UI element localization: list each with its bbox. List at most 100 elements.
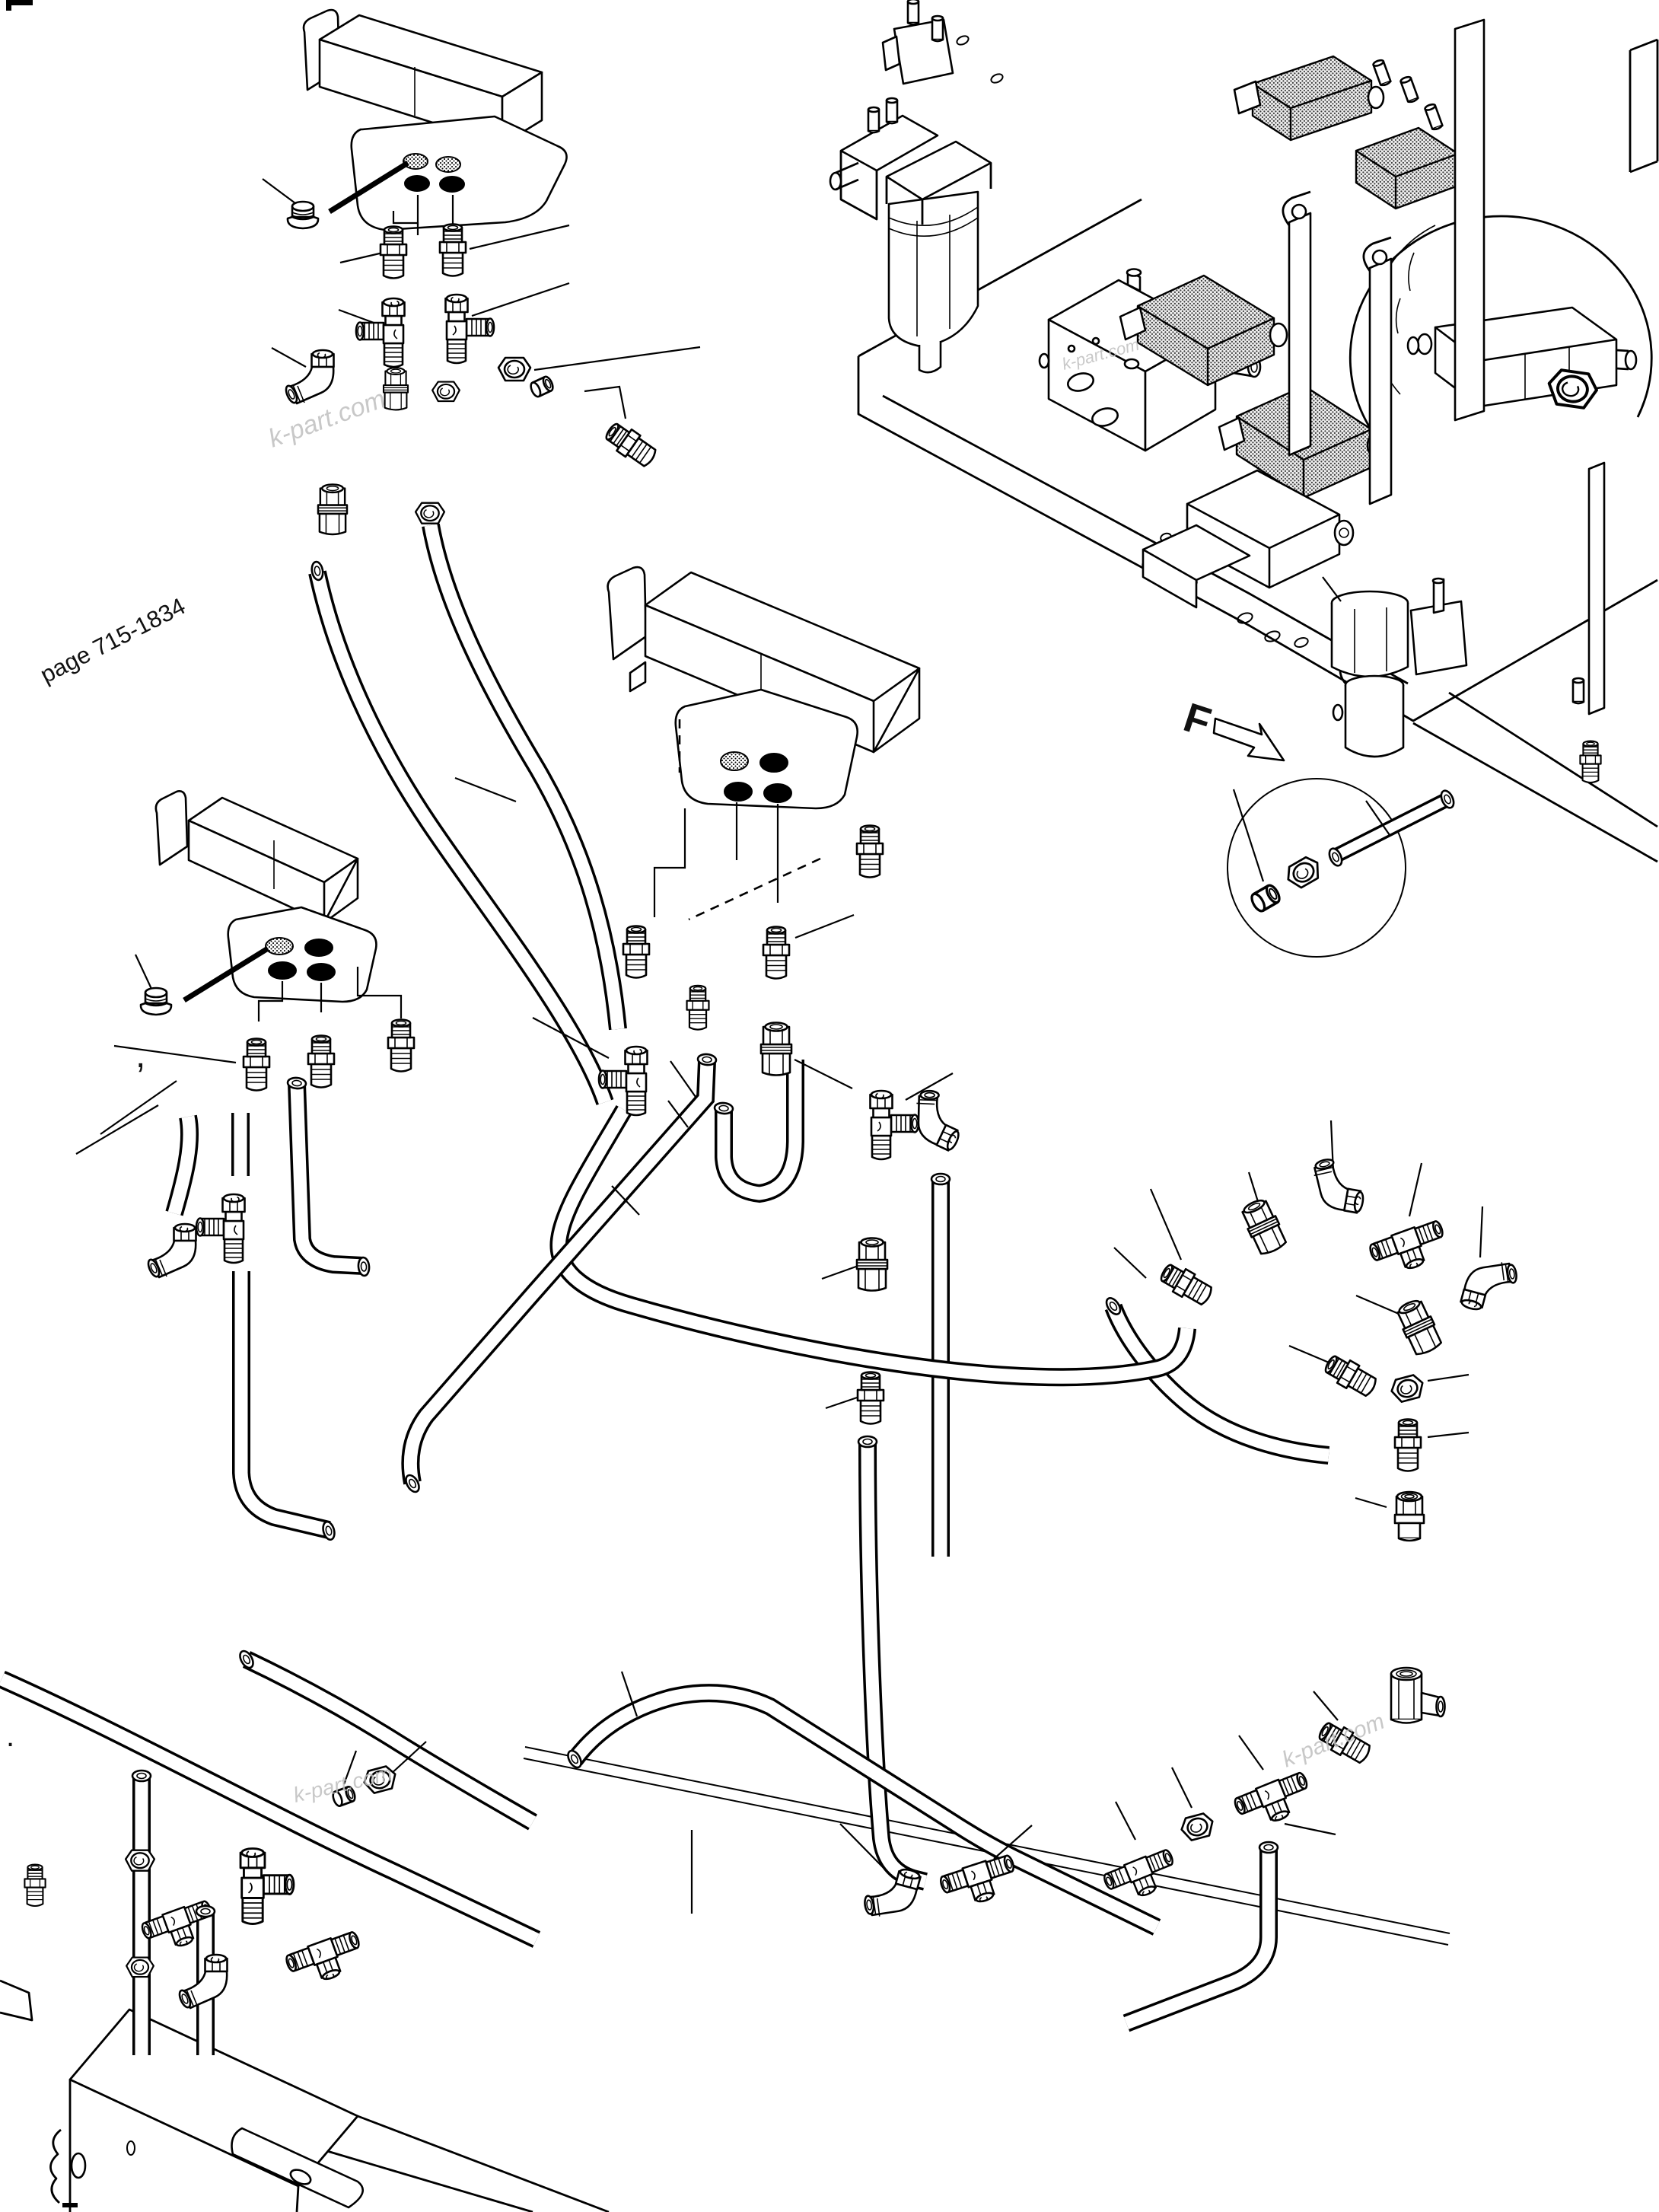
tube-core bbox=[244, 1653, 537, 1828]
sleeve-sleeve bbox=[527, 374, 556, 400]
connector-nipple bbox=[438, 223, 467, 277]
tube-core bbox=[1123, 1848, 1275, 2029]
port-screened bbox=[720, 751, 749, 771]
comma-mark: , bbox=[135, 1035, 145, 1076]
tube-core bbox=[167, 1115, 196, 1216]
leader-line bbox=[1355, 1496, 1387, 1509]
tube bbox=[232, 1271, 331, 1539]
port-screened bbox=[403, 153, 428, 170]
port-plugged bbox=[439, 176, 465, 193]
tube-core bbox=[569, 1686, 1160, 1933]
leader-line bbox=[389, 1741, 427, 1776]
bolt-stud bbox=[1371, 58, 1393, 88]
leader-line bbox=[135, 954, 152, 990]
tube-core bbox=[403, 1060, 714, 1484]
tee-fitting-tee bbox=[195, 1193, 246, 1264]
leader-line bbox=[1322, 576, 1342, 602]
plug-plug bbox=[286, 200, 320, 230]
port-plugged bbox=[724, 782, 753, 802]
leader-line bbox=[471, 282, 570, 317]
connector-nipple bbox=[24, 1863, 46, 1908]
detail-tube-core bbox=[1334, 795, 1450, 860]
connector-nipple bbox=[600, 418, 661, 471]
port-plugged bbox=[304, 939, 333, 957]
tee-fitting-tee bbox=[869, 1089, 920, 1161]
leader-line bbox=[667, 1100, 689, 1128]
union-fitting-union bbox=[855, 1237, 889, 1292]
female-connector-fem bbox=[1393, 1490, 1425, 1542]
period-mark: . bbox=[6, 1720, 14, 1753]
leader-line bbox=[100, 1080, 177, 1135]
tube-end bbox=[713, 1101, 734, 1116]
cap-nut-nut bbox=[126, 1956, 154, 1978]
tube-core bbox=[310, 571, 612, 1104]
tube-end bbox=[356, 1256, 371, 1277]
view-arrow bbox=[1212, 717, 1285, 762]
bolt-stud bbox=[885, 97, 899, 125]
bolt-stud bbox=[1423, 102, 1444, 132]
connector-nipple bbox=[762, 926, 791, 980]
tee-fitting-tee bbox=[355, 297, 406, 368]
cap-nut-nut bbox=[1388, 1372, 1427, 1405]
leader-line bbox=[392, 211, 419, 235]
leader-line bbox=[794, 1059, 853, 1089]
tube-end bbox=[195, 1904, 216, 1918]
leader-line bbox=[75, 1104, 159, 1155]
connector-nipple bbox=[387, 1018, 416, 1073]
leader-line bbox=[1408, 1162, 1423, 1217]
connector-nipple bbox=[686, 984, 710, 1031]
port-plugged bbox=[404, 175, 430, 192]
tube-core bbox=[717, 1060, 802, 1200]
bolt-stud bbox=[1571, 677, 1585, 705]
reservoir-filters bbox=[1330, 461, 1606, 758]
leader-line bbox=[1284, 1822, 1336, 1836]
tube-end bbox=[1258, 1841, 1279, 1854]
connector-nipple bbox=[856, 1371, 885, 1425]
tube-end bbox=[236, 1647, 257, 1672]
leader-line bbox=[1365, 800, 1390, 836]
leader-line bbox=[1232, 789, 1265, 882]
pilot-valve-block-center bbox=[607, 566, 921, 810]
plug-plug bbox=[139, 986, 173, 1016]
leader-lines bbox=[75, 161, 1484, 1914]
port-plugged bbox=[763, 783, 792, 803]
port-plugged bbox=[759, 753, 788, 773]
leader-line bbox=[339, 251, 384, 264]
pilot-valve-block-top bbox=[302, 8, 568, 231]
leader-line bbox=[905, 1073, 954, 1101]
leader-line bbox=[670, 1060, 696, 1098]
valve-ports bbox=[265, 153, 792, 981]
connector-nipple bbox=[1156, 1259, 1216, 1310]
connector-nipple bbox=[855, 824, 884, 878]
pilot-valve-block-left bbox=[154, 790, 377, 1003]
union-fitting-union bbox=[759, 1022, 793, 1076]
leader-line bbox=[1113, 1247, 1147, 1279]
leader-line bbox=[1238, 1735, 1264, 1771]
bolt-stud bbox=[867, 106, 880, 134]
cap-nut-nut bbox=[497, 356, 532, 382]
leader-line bbox=[1115, 1801, 1136, 1841]
leader-line bbox=[532, 1017, 610, 1059]
orifice-leader bbox=[328, 161, 409, 214]
bolt-stud bbox=[906, 0, 920, 26]
bolt-stud bbox=[931, 14, 944, 43]
watermark: k-part.com bbox=[265, 384, 390, 454]
oil-filter bbox=[829, 114, 992, 374]
leader-line bbox=[620, 1671, 638, 1717]
leader-line bbox=[993, 1825, 1033, 1860]
leader-line bbox=[653, 808, 686, 917]
leader-line bbox=[584, 385, 627, 419]
leader-line bbox=[257, 981, 284, 1022]
fittings bbox=[24, 0, 1602, 2010]
orifice-leader bbox=[183, 946, 269, 1002]
union-fitting-union bbox=[1237, 1195, 1290, 1258]
female-tee-femtee bbox=[1390, 1666, 1446, 1724]
cap-nut-nut bbox=[1178, 1810, 1217, 1844]
leader-line bbox=[1427, 1431, 1470, 1439]
port-screened bbox=[265, 937, 294, 955]
connector-nipple bbox=[1320, 1350, 1380, 1401]
leader-line bbox=[356, 967, 403, 1018]
port-plugged bbox=[307, 963, 336, 981]
tube-end bbox=[857, 1435, 878, 1449]
